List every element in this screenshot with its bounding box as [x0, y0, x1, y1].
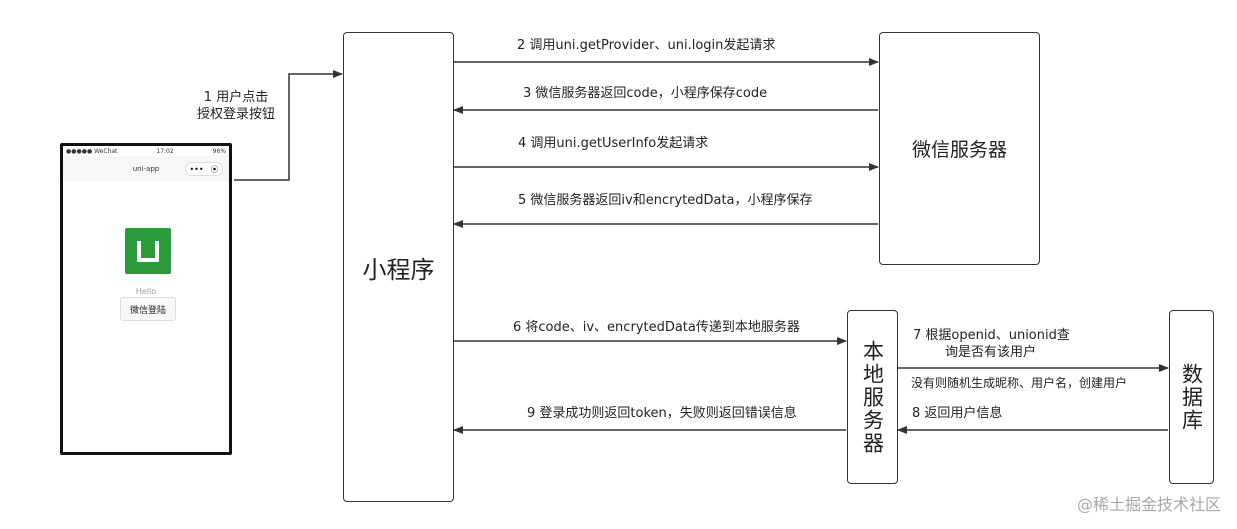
step-8-label: 8 返回用户信息 [912, 406, 1003, 421]
target-icon[interactable]: ⦿ [210, 164, 219, 174]
mini-program-node: 小程序 [343, 32, 454, 502]
status-battery: 96% [212, 147, 226, 155]
uni-logo-glyph-icon [137, 241, 159, 262]
phone-capsule-menu[interactable]: ••• ⦿ [185, 162, 223, 176]
step-1-line-1: 1 用户点击 [203, 90, 269, 105]
wechat-server-label: 微信服务器 [911, 139, 1007, 161]
step-3-label: 3 微信服务器返回code，小程序保存code [523, 86, 768, 101]
phone-nav-title: uni-app [132, 165, 160, 173]
status-time: 17:02 [156, 147, 174, 155]
step-4-label: 4 调用uni.getUserInfo发起请求 [518, 136, 709, 151]
uni-app-logo-icon [125, 228, 171, 274]
step-1-line-2: 授权登录按钮 [196, 107, 275, 122]
more-icon[interactable]: ••• [189, 164, 204, 174]
phone-status-bar: ●●●●● WeChat 17:02 96% [63, 146, 229, 156]
step-6-label: 6 将code、iv、encrytedData传递到本地服务器 [513, 320, 800, 335]
phone-mockup: ●●●●● WeChat 17:02 96% uni-app ••• ⦿ Hel… [60, 143, 232, 455]
step-5-label: 5 微信服务器返回iv和encrytedData，小程序保存 [518, 193, 813, 208]
step-7-label: 7 根据openid、unionid查 询是否有该用户 [913, 327, 1070, 361]
step-2-label: 2 调用uni.getProvider、uni.login发起请求 [517, 38, 776, 53]
arrow-step-1 [234, 70, 343, 181]
status-carrier: ●●●●● WeChat [66, 147, 118, 155]
mini-program-label: 小程序 [362, 255, 435, 284]
database-node: 数据库 [1169, 310, 1214, 484]
database-label: 数据库 [1179, 362, 1204, 432]
step-7-line-2: 询是否有该用户 [945, 345, 1037, 360]
step-1-label: 1 用户点击 授权登录按钮 [186, 89, 286, 123]
hello-text: Hello [135, 287, 157, 296]
step-9-label: 9 登录成功则返回token，失败则返回错误信息 [527, 406, 797, 421]
wechat-login-button[interactable]: 微信登陆 [120, 297, 176, 321]
juejin-watermark: @稀土掘金技术社区 [1076, 495, 1221, 514]
step-7-line-1: 7 根据openid、unionid查 [913, 328, 1070, 343]
wechat-server-node: 微信服务器 [879, 32, 1040, 265]
local-server-label: 本地服务器 [860, 339, 885, 455]
local-server-node: 本地服务器 [847, 310, 898, 484]
step-7-note: 没有则随机生成昵称、用户名，创建用户 [911, 376, 1128, 390]
